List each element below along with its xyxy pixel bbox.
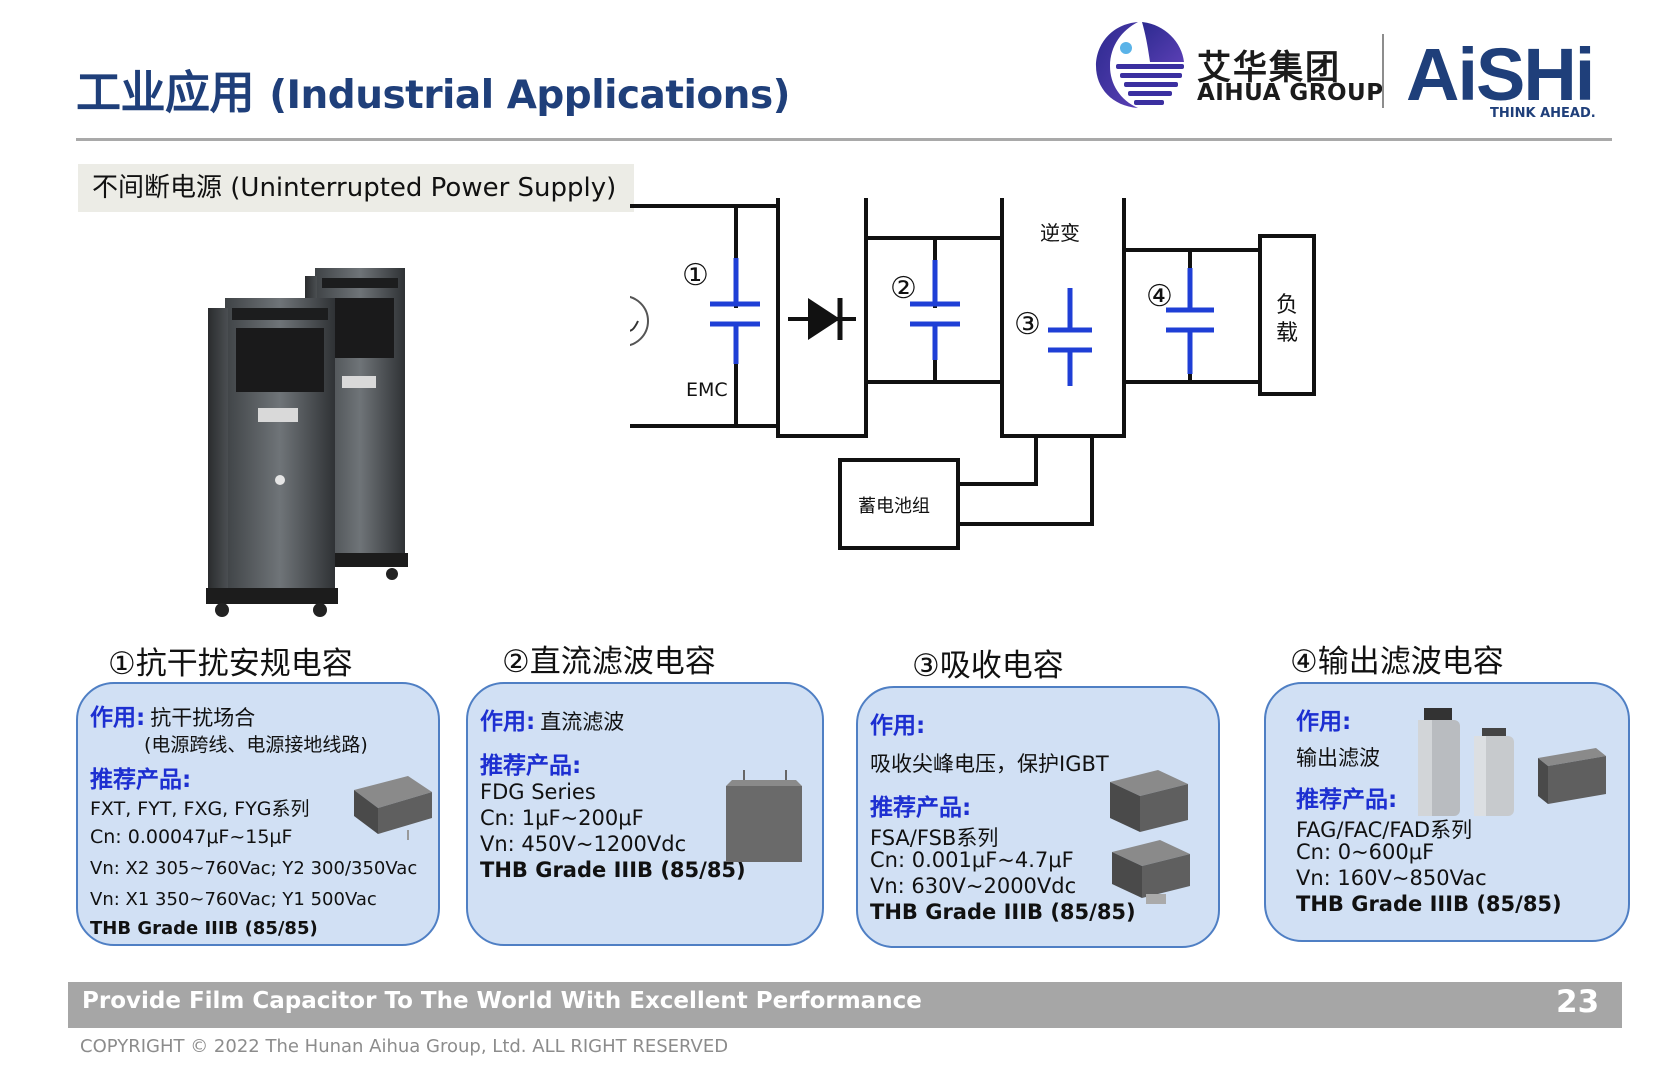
marker-1: ① <box>682 258 709 293</box>
card4-function-text: 输出滤波 <box>1296 746 1380 770</box>
capacitor-2-icon <box>910 260 960 360</box>
card2-thb-grade: THB Grade IIIB (85/85) <box>480 858 746 882</box>
card1-products-label: 推荐产品: <box>90 767 192 793</box>
card2-function-text: 直流滤波 <box>540 710 625 734</box>
battery-label: 蓄电池组 <box>858 496 930 517</box>
aihua-logo-icon <box>1096 22 1184 108</box>
card3-capacitance: Cn: 0.001μF~4.7μF <box>870 848 1074 872</box>
page-number: 23 <box>1556 984 1600 1020</box>
page-title-cn: 工业应用 <box>76 66 255 119</box>
aihua-name-cn: 艾华集团 <box>1197 48 1341 88</box>
inverter-label: 逆变 <box>1040 221 1080 245</box>
card4-capacitance: Cn: 0~600μF <box>1296 840 1435 864</box>
capacitor-3-icon <box>1048 288 1092 386</box>
card1-voltage-x1y1: Vn: X1 350~760Vac; Y1 500Vac <box>90 889 377 910</box>
card4-products-label: 推荐产品: <box>1296 787 1398 813</box>
card3-thb-grade: THB Grade IIIB (85/85) <box>870 900 1136 924</box>
dc-filter-capacitor-image <box>726 770 802 862</box>
card2-function-label: 作用: <box>480 709 536 735</box>
card-emc-capacitor: 作用: 抗干扰场合 (电源跨线、电源接地线路) 推荐产品: FXT, FYT, … <box>76 682 440 946</box>
card1-thb-grade: THB Grade IIIB (85/85) <box>90 918 318 939</box>
card3-products-label: 推荐产品: <box>870 795 972 821</box>
section-heading-4: ④输出滤波电容 <box>1290 644 1504 680</box>
card-dc-filter-capacitor: 作用: 直流滤波 推荐产品: FDG Series Cn: 1μF~200μF … <box>466 682 824 946</box>
section-heading-1: ①抗干扰安规电容 <box>108 646 353 682</box>
card4-thb-grade: THB Grade IIIB (85/85) <box>1296 892 1562 916</box>
capacitor-4-icon <box>1166 268 1214 374</box>
card1-function-label: 作用: <box>90 705 146 731</box>
section-heading-2: ②直流滤波电容 <box>502 644 716 680</box>
aishi-logo: AiSHi <box>1406 33 1591 112</box>
aihua-name-en: AIHUA GROUP <box>1197 80 1384 106</box>
card4-series: FAG/FAC/FAD系列 <box>1296 818 1473 842</box>
copyright-notice: COPYRIGHT © 2022 The Hunan Aihua Group, … <box>80 1036 729 1057</box>
card-output-filter-capacitor: 作用: 输出滤波 推荐产品: FAG/FAC/FAD系列 Cn: 0~600μF… <box>1264 682 1630 942</box>
emc-label: EMC <box>686 379 728 401</box>
card1-capacitance: Cn: 0.00047μF~15μF <box>90 826 293 848</box>
card1-function-note: (电源跨线、电源接地线路) <box>144 734 368 756</box>
output-filter-capacitor-image <box>1418 708 1606 816</box>
card2-voltage: Vn: 450V~1200Vdc <box>480 832 687 856</box>
load-label-bottom: 载 <box>1276 321 1298 346</box>
aishi-tagline: THINK AHEAD. <box>1490 106 1596 121</box>
card-snubber-capacitor: 作用: 吸收尖峰电压，保护IGBT 推荐产品: FSA/FSB系列 Cn: 0.… <box>856 686 1220 948</box>
card4-function-label: 作用: <box>1296 709 1352 735</box>
marker-4: ④ <box>1146 279 1173 314</box>
card1-series: FXT, FYT, FXG, FYG系列 <box>90 798 310 820</box>
footer-slogan: Provide Film Capacitor To The World With… <box>82 988 922 1014</box>
section-subtitle: 不间断电源 (Uninterrupted Power Supply) <box>78 164 635 212</box>
aishi-wordmark: AiSHi <box>1406 33 1591 112</box>
card2-products-label: 推荐产品: <box>480 753 582 779</box>
card4-voltage: Vn: 160V~850Vac <box>1296 866 1487 890</box>
capacitor-1-icon <box>710 258 760 364</box>
emc-capacitor-image <box>354 776 432 840</box>
logo-divider <box>1382 34 1384 108</box>
card2-capacitance: Cn: 1μF~200μF <box>480 806 644 830</box>
footer-bar <box>68 982 1622 1028</box>
card3-function-text: 吸收尖峰电压，保护IGBT <box>870 752 1109 776</box>
page-title: 工业应用 (Industrial Applications) <box>76 56 790 121</box>
card3-voltage: Vn: 630V~2000Vdc <box>870 874 1077 898</box>
marker-3: ③ <box>1014 307 1041 342</box>
card3-series: FSA/FSB系列 <box>870 826 999 850</box>
section-heading-3: ③吸收电容 <box>912 648 1064 684</box>
ups-circuit-diagram: ① ② ③ ④ EMC 逆变 负 载 蓄电池组 <box>630 198 1316 550</box>
marker-2: ② <box>890 271 917 306</box>
page-title-en: (Industrial Applications) <box>269 73 790 118</box>
card1-voltage-x2y2: Vn: X2 305~760Vac; Y2 300/350Vac <box>90 858 418 879</box>
card1-function-text: 抗干扰场合 <box>150 706 256 730</box>
card3-function-label: 作用: <box>870 713 926 739</box>
ups-cabinet-image <box>206 268 408 617</box>
header-divider <box>76 138 1612 141</box>
card2-series: FDG Series <box>480 780 596 804</box>
snubber-capacitor-image <box>1110 770 1190 904</box>
load-label-top: 负 <box>1276 293 1298 318</box>
